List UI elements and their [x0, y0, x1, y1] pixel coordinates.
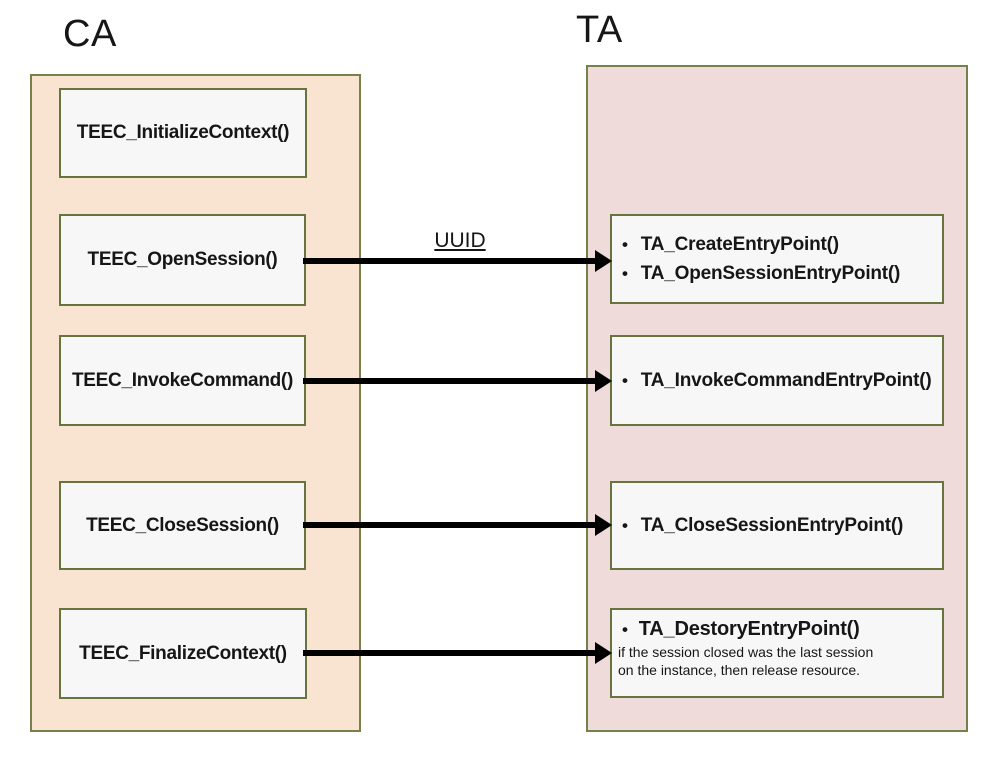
ca-node-finalize-context: TEEC_FinalizeContext()	[59, 608, 307, 699]
uuid-arrow-label: UUID	[434, 229, 486, 252]
ca-node-label: TEEC_InitializeContext()	[76, 122, 290, 143]
ta-node-destroy: • TA_DestoryEntryPoint() if the session …	[610, 608, 944, 698]
arrow-line	[303, 258, 597, 264]
ta-entry-point-line: • TA_DestoryEntryPoint()	[616, 616, 942, 643]
ta-entry-point-label: TA_InvokeCommandEntryPoint()	[640, 370, 932, 391]
ca-node-close-session: TEEC_CloseSession()	[59, 481, 306, 570]
ta-column-title: TA	[576, 9, 623, 51]
arrow-close-session	[303, 514, 612, 536]
ca-column-title: CA	[63, 13, 117, 55]
arrowhead-icon	[595, 370, 612, 392]
ca-node-open-session: TEEC_OpenSession()	[59, 214, 306, 306]
arrow-invoke-command	[303, 370, 612, 392]
ta-entry-point-line: • TA_CreateEntryPoint()	[620, 230, 942, 259]
ta-entry-point-label: TA_DestoryEntryPoint()	[638, 618, 860, 640]
bullet-icon: •	[622, 264, 628, 283]
ta-entry-point-label: TA_OpenSessionEntryPoint()	[640, 263, 901, 284]
ta-node-create-open-session: • TA_CreateEntryPoint() • TA_OpenSession…	[610, 214, 944, 304]
ca-node-initialize-context: TEEC_InitializeContext()	[59, 88, 307, 178]
ta-entry-point-label: TA_CloseSessionEntryPoint()	[640, 515, 904, 536]
bullet-icon: •	[622, 371, 628, 390]
bullet-icon: •	[622, 620, 628, 639]
arrowhead-icon	[595, 250, 612, 272]
bullet-icon: •	[622, 516, 628, 535]
ca-node-invoke-command: TEEC_InvokeCommand()	[59, 335, 306, 426]
ta-node-invoke-command: • TA_InvokeCommandEntryPoint()	[610, 335, 944, 426]
arrow-line	[303, 650, 597, 656]
ta-entry-point-line: • TA_InvokeCommandEntryPoint()	[620, 366, 942, 395]
arrowhead-icon	[595, 514, 612, 536]
ta-entry-point-line: • TA_CloseSessionEntryPoint()	[620, 511, 942, 540]
bullet-icon: •	[622, 235, 628, 254]
ta-entry-point-label: TA_CreateEntryPoint()	[640, 234, 839, 255]
ca-node-label: TEEC_InvokeCommand()	[72, 369, 293, 391]
ca-node-label: TEEC_OpenSession()	[87, 249, 278, 270]
arrow-line	[303, 522, 597, 528]
destroy-note-line: on the instance, then release resource.	[618, 662, 861, 678]
destroy-note-line: if the session closed was the last sessi…	[618, 644, 874, 660]
ta-entry-point-line: • TA_OpenSessionEntryPoint()	[620, 259, 942, 288]
arrow-line	[303, 378, 597, 384]
ca-node-label: TEEC_CloseSession()	[86, 514, 279, 536]
arrow-open-session	[303, 250, 612, 272]
arrowhead-icon	[595, 642, 612, 664]
ta-node-close-session: • TA_CloseSessionEntryPoint()	[610, 481, 944, 570]
arrow-finalize-context	[303, 642, 612, 664]
ca-node-label: TEEC_FinalizeContext()	[79, 642, 287, 664]
